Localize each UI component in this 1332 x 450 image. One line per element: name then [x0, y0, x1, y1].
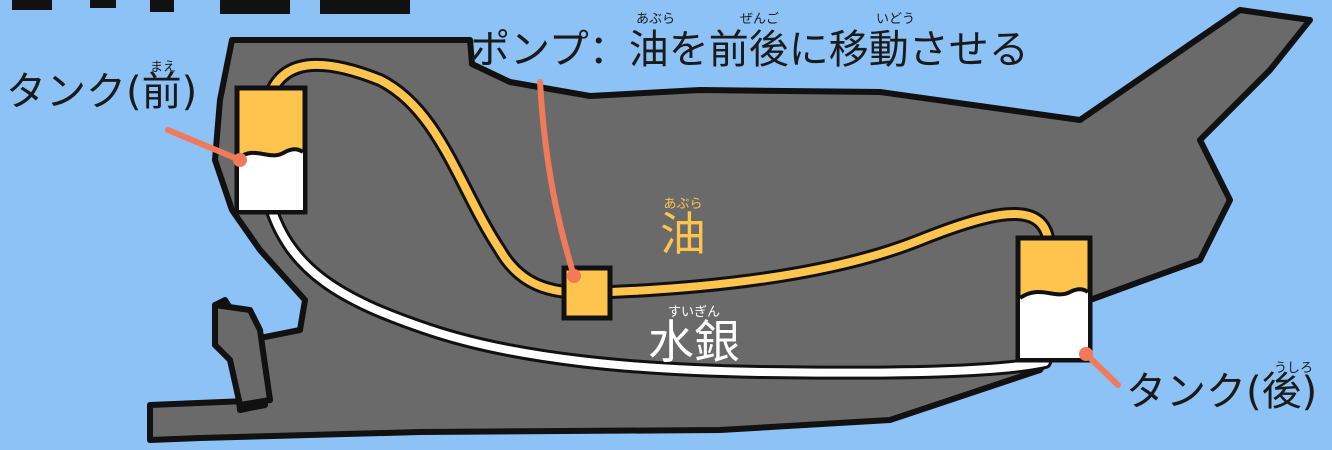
oil-label-group: あぶら 油 — [660, 198, 706, 257]
pointer-pump — [537, 79, 577, 279]
pointer-tank-rear — [1083, 351, 1121, 388]
tank-front-label: タンク(前) — [6, 69, 198, 115]
pump-ruby-idou: いどう — [876, 12, 916, 27]
oil-label: 油 — [660, 207, 706, 261]
mercury-ruby: すいぎん — [667, 305, 720, 320]
mercury-pipe-fill — [266, 201, 1049, 377]
pointer-tank-front — [165, 127, 243, 163]
pointer-dot-tank-front — [233, 153, 247, 167]
pointer-dot-pump — [567, 269, 581, 283]
clipped-title-fragment — [12, 0, 410, 14]
rudder-fin — [212, 302, 273, 408]
mercury-label-group: すいぎん 水銀 — [648, 306, 740, 365]
tank-rear-ruby: うしろ — [1274, 361, 1314, 376]
oil-pipe-fill — [266, 60, 1052, 298]
mercury-label: 水銀 — [648, 315, 740, 369]
pump-ruby-abura: あぶら — [636, 12, 676, 27]
tank-rear-box — [1015, 235, 1093, 363]
pointer-dot-tank-rear — [1079, 347, 1093, 361]
pump-ruby-zengo: ぜんご — [740, 12, 780, 27]
tank-front-ruby: まえ — [150, 60, 177, 75]
oil-ruby: あぶら — [663, 197, 703, 212]
pump-label: ポンプ：油を前後に移動させる — [470, 27, 1029, 73]
tank-rear-label: タンク(後) — [1126, 369, 1318, 415]
tank-front-box — [234, 85, 308, 215]
